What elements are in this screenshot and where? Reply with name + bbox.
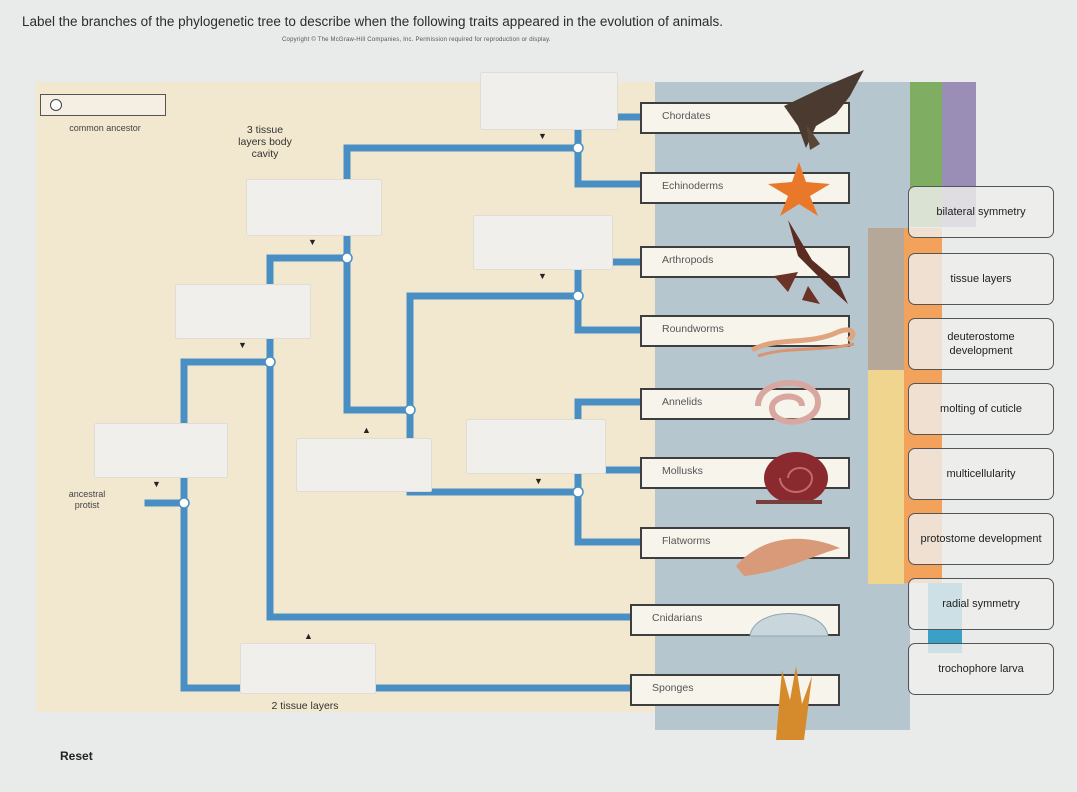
instructions-text: Label the branches of the phylogenetic t… — [22, 14, 723, 29]
drop-target-cnidarians[interactable] — [240, 643, 376, 694]
arrow-down: ▼ — [152, 479, 161, 489]
trait-trochophore-larva[interactable]: trochophore larva — [908, 643, 1054, 695]
node-circle-icon — [50, 99, 62, 111]
drop-target-eumetazoa[interactable] — [175, 284, 311, 339]
node-protostomes — [404, 404, 416, 416]
taxon-label: Echinoderms — [662, 180, 724, 192]
node-deuterostomes — [572, 142, 584, 154]
trait-deuterostome-development[interactable]: deuterostome development — [908, 318, 1054, 370]
arrow-up: ▲ — [304, 631, 313, 641]
flatworm-icon — [736, 538, 840, 576]
taxon-label: Chordates — [662, 110, 711, 122]
snail-icon — [756, 452, 828, 504]
sponge-icon — [776, 666, 812, 740]
drop-target-bilateria[interactable] — [246, 179, 382, 236]
node-root — [178, 497, 190, 509]
node-lophotrochozoa — [572, 486, 584, 498]
taxon-label: Mollusks — [662, 465, 703, 477]
lobster-icon — [774, 220, 848, 304]
drop-target-ecdysozoa[interactable] — [473, 215, 613, 270]
drop-target-deuterostomes[interactable] — [480, 72, 618, 130]
roundworm-icon — [750, 327, 856, 358]
taxon-label: Cnidarians — [652, 612, 703, 624]
taxon-label: Sponges — [652, 682, 694, 694]
node-eumetazoa — [264, 356, 276, 368]
drop-target-lophotrochozoa[interactable] — [466, 419, 606, 474]
trait-molting-of-cuticle[interactable]: molting of cuticle — [908, 383, 1054, 435]
drop-target-root[interactable] — [94, 423, 228, 478]
common-ancestor-label: common ancestor — [69, 123, 141, 133]
arrow-down: ▼ — [308, 237, 317, 247]
bird-icon — [784, 70, 864, 150]
arrow-down: ▼ — [534, 476, 543, 486]
ancestral-protist-label: ancestral protist — [68, 489, 106, 510]
trait-radial-symmetry[interactable]: radial symmetry — [908, 578, 1054, 630]
taxon-roundworms: Roundworms — [640, 315, 850, 347]
annelid-icon — [755, 380, 822, 425]
drop-target-protostomes[interactable] — [296, 438, 432, 492]
arrow-down: ▼ — [538, 271, 547, 281]
reset-button[interactable]: Reset — [60, 749, 93, 763]
three-tissue-label: 3 tissue layers body cavity — [238, 124, 292, 160]
trait-bilateral-symmetry[interactable]: bilateral symmetry — [908, 186, 1054, 238]
trait-multicellularity[interactable]: multicellularity — [908, 448, 1054, 500]
two-tissue-label: 2 tissue layers — [271, 700, 339, 712]
arrow-down: ▼ — [538, 131, 547, 141]
jellyfish-icon — [749, 613, 829, 637]
band-gray — [868, 228, 904, 370]
taxon-label: Flatworms — [662, 535, 711, 547]
taxon-label: Arthropods — [662, 254, 714, 266]
common-ancestor-key[interactable] — [40, 94, 166, 116]
copyright-text: Copyright © The McGraw-Hill Companies, I… — [282, 37, 551, 43]
trait-protostome-development[interactable]: protostome development — [908, 513, 1054, 565]
trait-tissue-layers[interactable]: tissue layers — [908, 253, 1054, 305]
node-ecdysozoa — [572, 290, 584, 302]
taxon-label: Roundworms — [662, 323, 724, 335]
starfish-icon — [768, 162, 830, 216]
arrow-down: ▼ — [238, 340, 247, 350]
taxon-sponges: Sponges — [630, 674, 840, 706]
band-yellow — [868, 370, 904, 584]
node-bilateria — [341, 252, 353, 264]
arrow-up: ▲ — [362, 425, 371, 435]
taxon-label: Annelids — [662, 396, 703, 408]
